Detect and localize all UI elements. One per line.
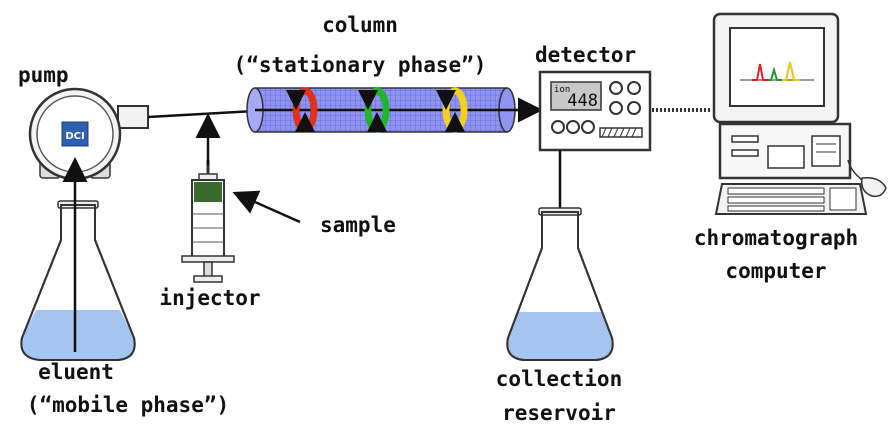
label-detector: detector: [535, 43, 636, 67]
label-sample: sample: [320, 213, 396, 237]
label-column: column: [322, 13, 398, 37]
detector-mode: ion: [554, 85, 570, 95]
label-pump: pump: [18, 63, 69, 87]
peak-green: [768, 66, 782, 81]
label-eluent-phase: (“mobile phase”): [27, 393, 229, 417]
label-collection: collection: [496, 367, 622, 391]
label-column-phase: (“stationary phase”): [234, 53, 487, 77]
sample-pointer: [232, 190, 301, 224]
pump-logo: DCI: [65, 131, 84, 142]
detector-display: [550, 81, 602, 111]
label-eluent: eluent: [38, 360, 114, 384]
eluent-liquid: [21, 310, 135, 360]
pump-logo-badge: [61, 121, 89, 147]
pump: DCI: [28, 87, 149, 181]
peak-red: [752, 63, 768, 81]
label-computer: computer: [725, 259, 826, 283]
peak-yellow: [782, 61, 800, 81]
injector-syringe: [181, 160, 235, 283]
label-injector: injector: [159, 286, 260, 310]
collection-flask: [506, 207, 614, 361]
label-reservoir: reservoir: [502, 401, 616, 424]
monitor-screen: [729, 27, 825, 107]
detector-reading: 448: [567, 91, 598, 111]
eluent-flask: [20, 200, 136, 361]
label-chromatograph: chromatograph: [694, 226, 858, 250]
detector: ion 448: [538, 70, 652, 152]
pump-outlet-line: [147, 109, 256, 119]
computer: [712, 12, 887, 215]
syringe-sample: [194, 182, 222, 202]
column: [246, 87, 520, 133]
collection-liquid: [507, 312, 613, 360]
